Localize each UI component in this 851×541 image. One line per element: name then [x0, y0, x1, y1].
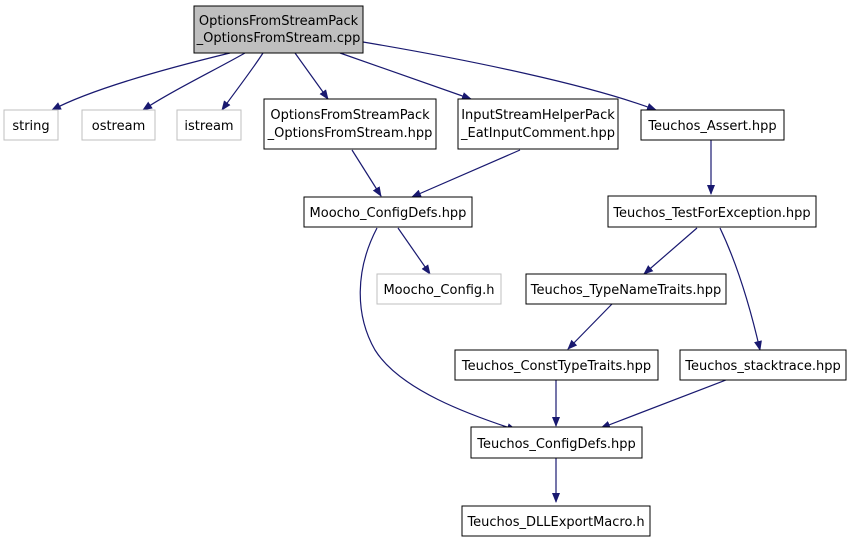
svg-text:Teuchos_TypeNameTraits.hpp: Teuchos_TypeNameTraits.hpp [530, 283, 722, 298]
svg-text:Teuchos_ConfigDefs.hpp: Teuchos_ConfigDefs.hpp [476, 437, 636, 452]
svg-text:Teuchos_Assert.hpp: Teuchos_Assert.hpp [647, 119, 776, 134]
svg-text:InputStreamHelperPack: InputStreamHelperPack [461, 108, 615, 123]
node-teuchos-dllexportmacro-h[interactable]: Teuchos_DLLExportMacro.h [461, 505, 651, 537]
svg-text:Moocho_ConfigDefs.hpp: Moocho_ConfigDefs.hpp [310, 206, 467, 221]
svg-text:Teuchos_stacktrace.hpp: Teuchos_stacktrace.hpp [684, 359, 841, 374]
edge-root-to-ish-hpp [339, 52, 472, 100]
svg-text:Teuchos_ConstTypeTraits.hpp: Teuchos_ConstTypeTraits.hpp [461, 359, 651, 374]
edge-st-to-teu-cfg [600, 379, 727, 429]
node-ostream[interactable]: ostream [81, 109, 156, 141]
svg-text:OptionsFromStreamPack: OptionsFromStreamPack [270, 108, 430, 123]
node-teuchos-configdefs-hpp[interactable]: Teuchos_ConfigDefs.hpp [470, 426, 643, 459]
node-moocho-configdefs-hpp[interactable]: Moocho_ConfigDefs.hpp [303, 196, 473, 228]
svg-text:Teuchos_TestForException.hpp: Teuchos_TestForException.hpp [612, 206, 810, 221]
edge-root-to-istream [221, 52, 264, 111]
svg-text:ostream: ostream [92, 119, 146, 134]
svg-text:_EatInputComment.hpp: _EatInputComment.hpp [460, 126, 615, 141]
edge-root-to-ostream [142, 52, 246, 111]
svg-text:string: string [12, 119, 49, 134]
edge-root-to-string [51, 52, 231, 111]
svg-text:_OptionsFromStream.cpp: _OptionsFromStream.cpp [196, 31, 361, 46]
node-input-stream-helper-hpp[interactable]: InputStreamHelperPack _EatInputComment.h… [457, 98, 619, 150]
svg-text:OptionsFromStreamPack: OptionsFromStreamPack [199, 14, 359, 29]
edge-tnt-to-ctt [567, 303, 613, 350]
edge-ish-to-moocho-cfg [411, 149, 521, 198]
edge-root-to-assert-hpp [362, 41, 657, 111]
edge-moocho-to-moocho-h [397, 227, 431, 275]
edge-ofs-to-moocho-cfg [351, 149, 382, 197]
svg-text:Moocho_Config.h: Moocho_Config.h [383, 283, 494, 298]
node-teuchos-testforexception-hpp[interactable]: Teuchos_TestForException.hpp [607, 195, 817, 228]
svg-text:Teuchos_DLLExportMacro.h: Teuchos_DLLExportMacro.h [466, 515, 644, 530]
node-teuchos-consttypetraits-hpp[interactable]: Teuchos_ConstTypeTraits.hpp [454, 349, 659, 381]
node-teuchos-assert-hpp[interactable]: Teuchos_Assert.hpp [640, 109, 785, 141]
node-moocho-config-h[interactable]: Moocho_Config.h [376, 273, 502, 305]
svg-text:_OptionsFromStream.hpp: _OptionsFromStream.hpp [267, 126, 433, 141]
edge-tfe-to-st [719, 227, 762, 351]
node-options-from-stream-hpp[interactable]: OptionsFromStreamPack _OptionsFromStream… [263, 98, 437, 150]
edge-moocho-to-teu-cfg [359, 227, 517, 432]
node-string[interactable]: string [3, 109, 59, 141]
node-istream[interactable]: istream [176, 109, 242, 141]
edge-root-to-ofs-hpp [294, 52, 329, 100]
edge-tfe-to-tnt [643, 227, 698, 275]
svg-text:istream: istream [184, 119, 233, 134]
node-teuchos-typenametraits-hpp[interactable]: Teuchos_TypeNameTraits.hpp [525, 273, 727, 305]
node-root[interactable]: OptionsFromStreamPack _OptionsFromStream… [193, 5, 364, 54]
node-teuchos-stacktrace-hpp[interactable]: Teuchos_stacktrace.hpp [679, 349, 847, 381]
